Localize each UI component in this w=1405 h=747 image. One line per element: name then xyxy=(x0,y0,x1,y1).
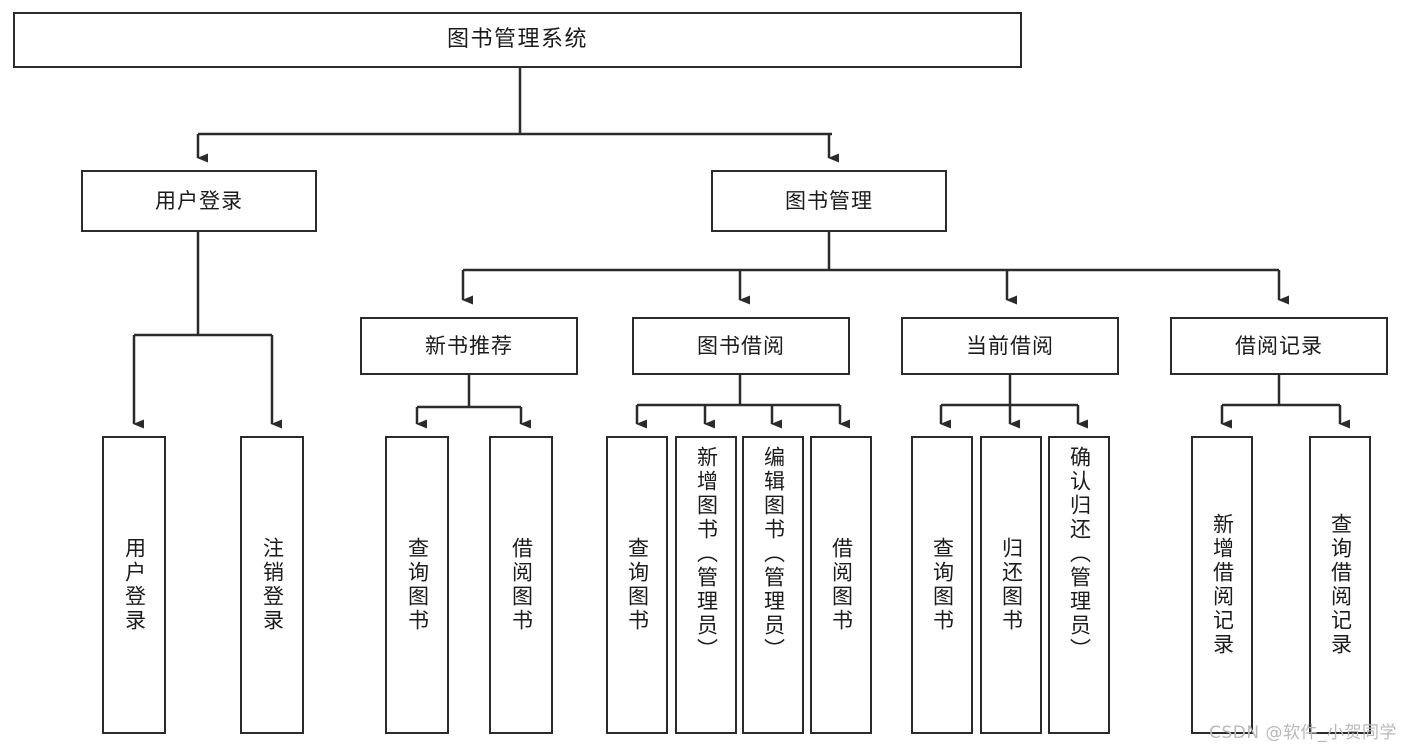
node-book-management[interactable]: 图书管理 xyxy=(711,170,947,232)
node-label: 图书借阅 xyxy=(697,333,785,358)
node-book-borrow[interactable]: 图书借阅 xyxy=(632,317,850,375)
leaf-borrow-record-query-record[interactable]: 查询借阅记录 xyxy=(1309,436,1371,734)
leaf-user-login-signin[interactable]: 用户登录 xyxy=(102,436,166,734)
node-label: 注销登录 xyxy=(260,537,285,633)
node-label: 新增图书（管理员） xyxy=(694,446,719,662)
node-borrow-record[interactable]: 借阅记录 xyxy=(1170,317,1388,375)
node-current-borrow[interactable]: 当前借阅 xyxy=(901,317,1119,375)
node-label: 用户登录 xyxy=(155,188,243,213)
leaf-user-login-signout[interactable]: 注销登录 xyxy=(240,436,304,734)
node-label: 借阅记录 xyxy=(1235,333,1323,358)
leaf-book-borrow-query-books[interactable]: 查询图书 xyxy=(606,436,668,734)
leaf-current-borrow-return-books[interactable]: 归还图书 xyxy=(980,436,1042,734)
leaf-book-borrow-borrow-books[interactable]: 借阅图书 xyxy=(810,436,872,734)
node-label: 查询借阅记录 xyxy=(1328,513,1353,657)
node-root-book-management-system[interactable]: 图书管理系统 xyxy=(13,12,1022,68)
leaf-new-book-query-books[interactable]: 查询图书 xyxy=(385,436,449,734)
node-label: 借阅图书 xyxy=(509,537,534,633)
node-label: 图书管理 xyxy=(785,188,873,213)
node-label: 查询图书 xyxy=(405,537,430,633)
node-label: 归还图书 xyxy=(999,537,1024,633)
node-new-book-recommend[interactable]: 新书推荐 xyxy=(360,317,578,375)
node-label: 新增借阅记录 xyxy=(1210,513,1235,657)
leaf-new-book-borrow-books[interactable]: 借阅图书 xyxy=(489,436,553,734)
node-label: 图书管理系统 xyxy=(446,27,588,53)
node-label: 借阅图书 xyxy=(829,537,854,633)
node-label: 用户登录 xyxy=(122,537,147,633)
node-label: 查询图书 xyxy=(930,537,955,633)
node-user-login[interactable]: 用户登录 xyxy=(81,170,317,232)
node-label: 编辑图书（管理员） xyxy=(761,446,786,662)
leaf-book-borrow-edit-book-admin[interactable]: 编辑图书（管理员） xyxy=(742,436,804,734)
node-label: 当前借阅 xyxy=(966,333,1054,358)
node-label: 新书推荐 xyxy=(425,333,513,358)
node-label: 查询图书 xyxy=(625,537,650,633)
leaf-current-borrow-confirm-return-admin[interactable]: 确认归还（管理员） xyxy=(1048,436,1110,734)
leaf-borrow-record-add-record[interactable]: 新增借阅记录 xyxy=(1191,436,1253,734)
leaf-current-borrow-query-books[interactable]: 查询图书 xyxy=(911,436,973,734)
leaf-book-borrow-add-book-admin[interactable]: 新增图书（管理员） xyxy=(675,436,737,734)
node-label: 确认归还（管理员） xyxy=(1067,446,1092,662)
